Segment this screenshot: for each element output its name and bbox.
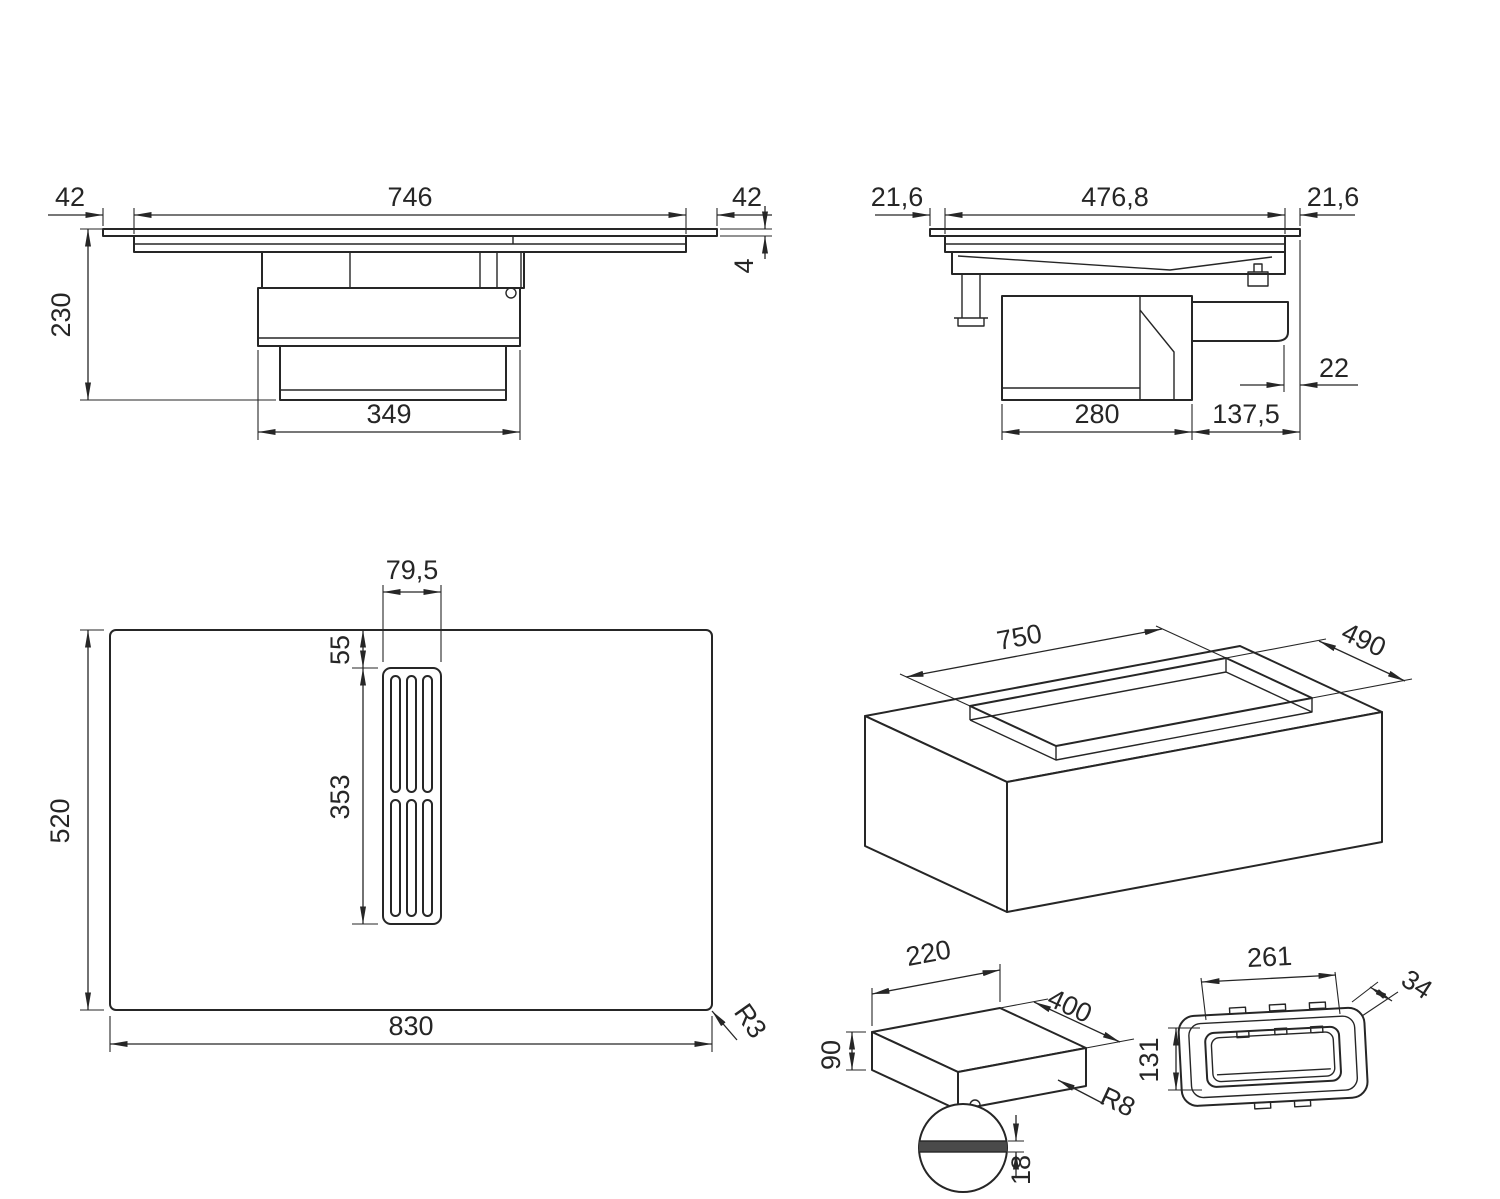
valve-detail	[505, 287, 517, 299]
vent-grille-outline	[382, 667, 442, 925]
dim-label-520: 520	[45, 798, 75, 843]
flange-body	[1177, 1001, 1369, 1110]
dim-label-280: 280	[1074, 399, 1119, 429]
dim-label-353: 353	[325, 774, 355, 819]
cutout-hole-depth-lines	[969, 658, 1313, 761]
dim-label-90: 90	[816, 1040, 846, 1070]
dim-label-216-left: 21,6	[871, 182, 924, 212]
dim-label-4768: 476,8	[1081, 182, 1149, 212]
dim-label-r8: R8	[1096, 1081, 1140, 1123]
filter-box-front	[279, 345, 507, 401]
dim-line-750	[905, 628, 1163, 678]
vent-grille-slots	[390, 675, 433, 917]
dim-label-400: 400	[1043, 983, 1097, 1029]
flange-opening	[1204, 1025, 1342, 1088]
drip-tray-side	[1191, 301, 1289, 342]
dim-label-490: 490	[1337, 617, 1391, 663]
side-detail-lines	[945, 243, 1285, 400]
dim-label-4: 4	[729, 258, 759, 273]
glass-panel-side	[929, 228, 1301, 237]
view-flange: 261 34 131	[1134, 941, 1438, 1110]
dim-label-746: 746	[387, 182, 432, 212]
dim-label-42-right: 42	[732, 182, 762, 212]
flange-extension-lines	[1168, 971, 1399, 1091]
flange-opening-inner	[1210, 1031, 1336, 1083]
dim-label-34: 34	[1396, 964, 1438, 1006]
dim-label-795: 79,5	[386, 555, 439, 585]
flange-rim	[1188, 1015, 1359, 1099]
leader-line-r3	[711, 1010, 738, 1041]
dim-line-400	[1033, 1001, 1121, 1043]
view-cutout-isometric: 750 490	[864, 617, 1413, 913]
dim-label-1375: 137,5	[1212, 399, 1280, 429]
dim-line-220	[871, 969, 1001, 995]
dim-label-131: 131	[1134, 1037, 1164, 1082]
leader-line-r8	[1057, 1079, 1105, 1105]
dim-label-750: 750	[994, 618, 1044, 656]
edge-detail-band	[919, 1140, 1007, 1153]
view-plan: 79,5 55 353 520 830 R3	[45, 555, 773, 1052]
motor-box-front	[257, 287, 521, 347]
plenum-box-front	[261, 251, 525, 289]
dim-label-220: 220	[903, 934, 953, 972]
hob-top-outline	[109, 629, 713, 1011]
view-front-elevation: 42 746 42 230 4 349	[46, 182, 772, 440]
dim-line-34	[1369, 986, 1393, 1002]
dim-label-216-right: 21,6	[1307, 182, 1360, 212]
view-side-elevation: 21,6 476,8 21,6 22 280 137,5	[871, 182, 1360, 440]
dim-line-261	[1201, 972, 1337, 985]
front-detail-lines	[134, 236, 686, 391]
dim-label-230: 230	[46, 292, 76, 337]
dim-label-261: 261	[1246, 941, 1293, 973]
view-duct-isometric: 220 400 90 R8 18	[816, 934, 1140, 1193]
dim-label-830: 830	[388, 1011, 433, 1041]
motor-box-side	[1001, 295, 1193, 401]
plenum-tray-side	[951, 251, 1286, 275]
dim-label-18: 18	[1006, 1155, 1036, 1185]
dim-label-349: 349	[366, 399, 411, 429]
worktop-front-face	[1006, 711, 1383, 913]
flange-clips	[1216, 1001, 1331, 1110]
dim-label-55: 55	[325, 635, 355, 665]
glass-panel-front	[102, 228, 718, 237]
dim-line-490	[1318, 640, 1406, 682]
dim-label-42-left: 42	[55, 182, 85, 212]
duct-front-face	[957, 1047, 1087, 1111]
cutout-extension-lines	[899, 625, 1413, 707]
dim-label-22: 22	[1319, 353, 1349, 383]
